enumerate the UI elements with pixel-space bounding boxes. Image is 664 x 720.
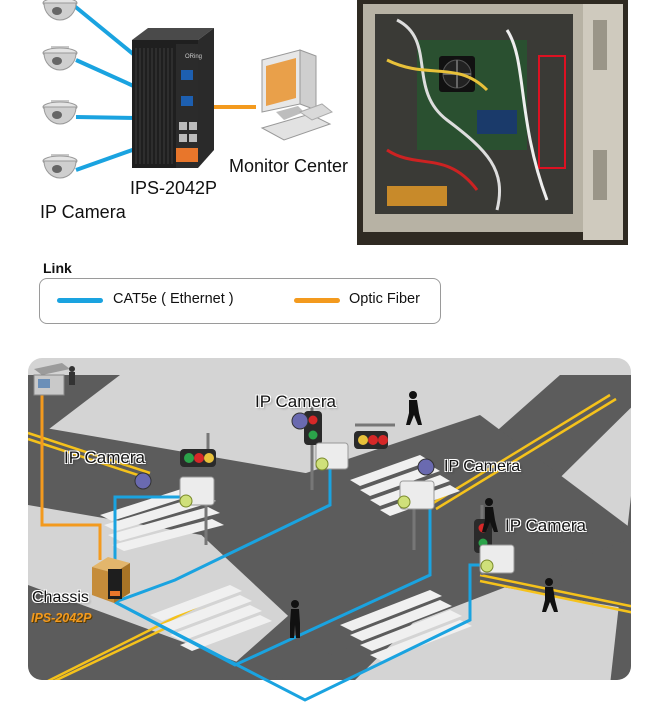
ip-camera-icon <box>479 544 515 574</box>
network-diagram: ORing <box>42 0 333 179</box>
switch-label: IPS-2042P <box>130 178 218 198</box>
switch-logo: ORing <box>185 54 202 60</box>
switch-icon: ORing <box>132 28 214 168</box>
fiber-route <box>40 393 102 560</box>
scene-camera-label-1: IP Camera <box>255 392 336 411</box>
monitor-icon <box>260 49 333 141</box>
ip-camera-icon <box>134 472 215 545</box>
chassis-box-icon <box>92 557 130 603</box>
monitor-label: Monitor Center <box>229 156 349 176</box>
scene-camera-label-4: IP Camera <box>505 516 586 535</box>
ip-camera-icon <box>42 154 78 179</box>
traffic-light-icon <box>180 433 216 467</box>
scene-camera-label-3: IP Camera <box>444 458 521 475</box>
pedestrian-icon <box>290 600 300 638</box>
fiber-swatch <box>294 298 340 303</box>
legend-ethernet-label: CAT5e ( Ethernet ) <box>113 291 234 307</box>
legend-fiber-label: Optic Fiber <box>349 291 420 307</box>
ethernet-swatch <box>57 298 103 303</box>
traffic-light-icon <box>304 400 322 490</box>
pedestrian-icon <box>482 498 498 532</box>
ip-camera-icon <box>42 46 78 71</box>
pedestrian-icon <box>542 578 558 612</box>
chassis-label: Chassis <box>32 589 89 606</box>
camera-label: IP Camera <box>40 202 126 222</box>
ethernet-links <box>70 2 140 172</box>
ip-camera-icon <box>397 458 435 550</box>
chassis-model-label: IPS-2042P <box>31 611 92 625</box>
legend-heading: Link <box>43 260 72 276</box>
enclosure-photo <box>357 0 628 245</box>
monitor-icon <box>33 363 75 396</box>
ip-camera-icon <box>42 100 78 125</box>
intersection-scene <box>28 358 631 702</box>
legend-box: CAT5e ( Ethernet ) Optic Fiber <box>39 278 441 324</box>
scene-camera-label-2: IP Camera <box>64 448 145 467</box>
traffic-light-icon <box>354 423 395 449</box>
pedestrian-icon <box>406 391 422 425</box>
ip-camera-icon <box>42 0 78 21</box>
ip-camera-icon <box>291 412 349 471</box>
